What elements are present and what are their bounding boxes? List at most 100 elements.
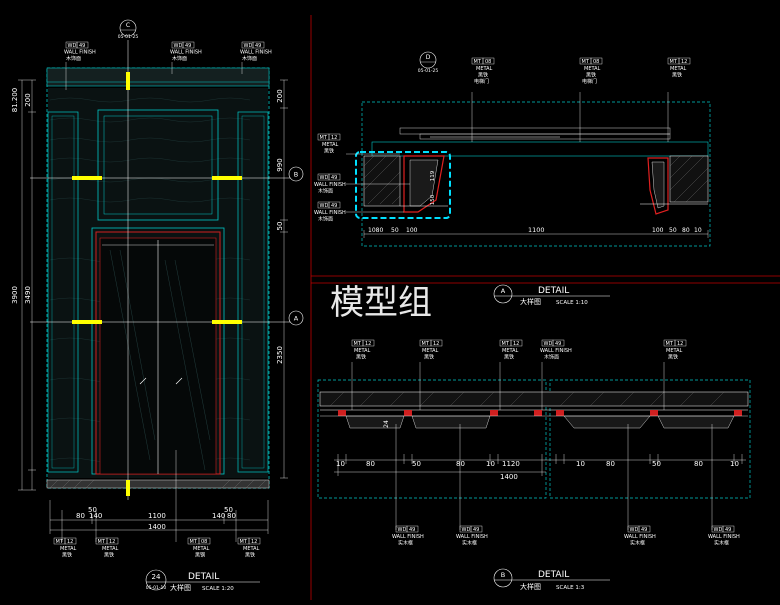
elevation-drawing [18, 40, 290, 542]
dim-plan: 1080 [368, 227, 383, 234]
svg-text:08: 08 [485, 59, 491, 65]
svg-text:黑铁: 黑铁 [672, 72, 682, 79]
svg-text:METAL: METAL [322, 142, 339, 148]
dim-section: 80 [456, 460, 465, 468]
dim-height: 3490 [24, 286, 32, 304]
svg-text:12: 12 [513, 341, 519, 347]
title-detail: DETAIL [188, 572, 219, 582]
svg-text:WD: WD [244, 43, 253, 49]
marker-c-letter: C [126, 22, 130, 29]
svg-text:A: A [501, 287, 506, 295]
dim-plan: 50 [391, 227, 399, 234]
svg-text:SCALE 1:3: SCALE 1:3 [556, 585, 585, 591]
svg-text:实木框: 实木框 [462, 540, 477, 547]
svg-text:黑铁: 黑铁 [586, 72, 596, 79]
svg-text:WD: WD [320, 175, 329, 181]
svg-text:WALL FINISH: WALL FINISH [240, 50, 272, 56]
svg-text:METAL: METAL [422, 348, 439, 354]
svg-text:MT: MT [190, 539, 198, 545]
svg-text:MT: MT [670, 59, 678, 65]
dim-plan: 10 [694, 227, 702, 234]
svg-text:WALL FINISH: WALL FINISH [708, 534, 740, 540]
dim-bottom: 140 [212, 512, 225, 520]
section-detail-drawing [317, 362, 751, 530]
dim-total-height: 3900 [11, 286, 19, 304]
dim-bottom: 50 [224, 506, 233, 514]
watermark-text: 模型组 [330, 283, 432, 323]
svg-text:08: 08 [593, 59, 599, 65]
svg-text:12: 12 [67, 539, 73, 545]
svg-text:METAL: METAL [670, 66, 687, 72]
elevation-title-block: 24 05-01-10 DETAIL 大样图 SCALE 1:20 [145, 569, 260, 592]
dim-bottom-total: 1400 [148, 523, 166, 531]
svg-text:49: 49 [79, 43, 85, 49]
title-ref: 05-01-10 [146, 585, 167, 591]
dim-plan: 100 [652, 227, 664, 234]
svg-text:12: 12 [331, 135, 337, 141]
dim-plan-opening: 1100 [528, 226, 545, 234]
section-marker-b [288, 166, 304, 182]
svg-text:49: 49 [331, 203, 337, 209]
svg-text:DETAIL: DETAIL [538, 570, 569, 580]
dim-section: 80 [606, 460, 615, 468]
svg-text:实木框: 实木框 [398, 540, 413, 547]
dim-top: 81.200 [11, 88, 19, 113]
svg-text:WD: WD [630, 527, 639, 533]
svg-text:METAL: METAL [60, 546, 77, 552]
svg-text:MT: MT [56, 539, 64, 545]
dim-bottom: 140 [89, 512, 102, 520]
svg-text:黑铁: 黑铁 [478, 72, 488, 79]
dim-bottom: 50 [88, 506, 97, 514]
svg-text:MT: MT [422, 341, 430, 347]
svg-text:MT: MT [354, 341, 362, 347]
svg-text:WD: WD [174, 43, 183, 49]
svg-text:MT: MT [240, 539, 248, 545]
dim-section: 10 [336, 460, 345, 468]
svg-text:木饰面: 木饰面 [172, 55, 187, 62]
section-marker-a [288, 310, 304, 326]
dim-vert: 24 [383, 420, 390, 428]
svg-text:MT: MT [582, 59, 590, 65]
svg-text:木饰面: 木饰面 [318, 188, 333, 195]
svg-text:MT: MT [320, 135, 328, 141]
svg-text:12: 12 [365, 341, 371, 347]
svg-text:WALL FINISH: WALL FINISH [456, 534, 488, 540]
svg-text:MT: MT [502, 341, 510, 347]
svg-text:实木框: 实木框 [630, 540, 645, 547]
plan-detail-drawing [346, 92, 711, 247]
svg-text:METAL: METAL [584, 66, 601, 72]
dim-vert: 150 [430, 194, 436, 205]
dim-section: 10 [730, 460, 739, 468]
dim-section: 50 [652, 460, 661, 468]
svg-text:49: 49 [641, 527, 647, 533]
dim-plan: 80 [682, 227, 690, 234]
svg-text:黑铁: 黑铁 [245, 552, 255, 559]
svg-text:METAL: METAL [102, 546, 119, 552]
dim-right-panel: 990 [276, 158, 284, 171]
svg-text:黑铁: 黑铁 [104, 552, 114, 559]
svg-text:12: 12 [681, 59, 687, 65]
svg-text:大样图: 大样图 [520, 297, 541, 306]
dim-section: 50 [412, 460, 421, 468]
sheet-divider-lines [310, 15, 780, 600]
dim-section: 10 [576, 460, 585, 468]
svg-text:WALL FINISH: WALL FINISH [314, 210, 346, 216]
svg-text:WD: WD [544, 341, 553, 347]
marker-b-letter: B [294, 171, 298, 179]
svg-text:METAL: METAL [243, 546, 260, 552]
dim-top-2: 200 [24, 93, 32, 106]
svg-text:WALL FINISH: WALL FINISH [64, 50, 96, 56]
